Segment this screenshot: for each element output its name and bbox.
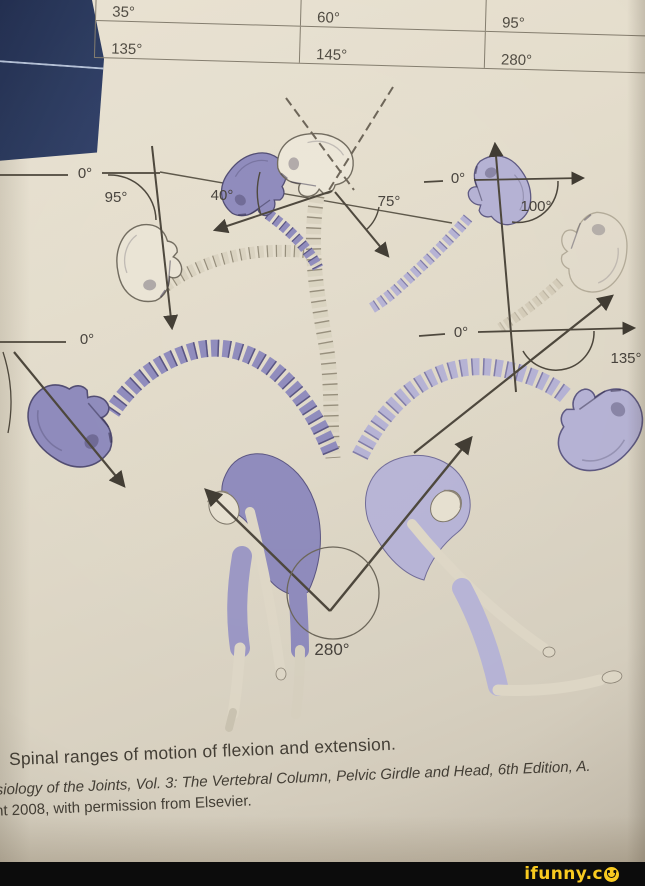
head-extension-angle-label: 100° bbox=[520, 198, 551, 215]
cervical-flexion-angle-label: 40° bbox=[211, 187, 234, 204]
head-extension-ref-label: 0° bbox=[451, 170, 465, 187]
skull-flexed-95 bbox=[112, 220, 186, 305]
cervical-spine-extension-75 bbox=[369, 214, 473, 313]
ifunny-logo-text: ifunny.c bbox=[524, 864, 603, 884]
figure-flexion bbox=[207, 453, 321, 732]
angle-annotations bbox=[0, 86, 634, 640]
skull-neutral bbox=[276, 132, 355, 198]
head-flexion-angle-label: 95° bbox=[105, 189, 128, 206]
cervical-spine-flexed bbox=[162, 244, 306, 291]
neutral-reference-line bbox=[159, 171, 453, 224]
smiley-face-icon bbox=[604, 866, 619, 882]
trunk-extension-angle-label: 135° bbox=[610, 350, 641, 367]
figure-extension bbox=[365, 455, 623, 697]
total-range-angle-label: 280° bbox=[314, 640, 349, 659]
spine-flexion-extension-diagram: 0° 95° 40° 75° 0° 100° 0° 0° 135° 280° bbox=[0, 86, 645, 732]
trunk-flexion-ref-label: 0° bbox=[80, 331, 94, 348]
trunk-extension-ref-label: 0° bbox=[454, 324, 468, 341]
spine-full-flexion bbox=[104, 339, 339, 456]
neutral-spine bbox=[305, 194, 341, 459]
cervical-spine-extension-faint bbox=[497, 278, 564, 333]
cervical-extension-angle-label: 75° bbox=[378, 193, 401, 210]
ifunny-watermark-bar: ifunny.c bbox=[0, 862, 645, 886]
head-flexion-ref-label: 0° bbox=[78, 165, 92, 182]
spine-full-extension bbox=[352, 358, 572, 460]
skull-extended-100-faint bbox=[552, 205, 634, 298]
ifunny-logo: ifunny.c bbox=[524, 864, 619, 884]
book-cover-corner bbox=[0, 0, 104, 161]
cervical-spine-flexion-40 bbox=[264, 209, 323, 271]
